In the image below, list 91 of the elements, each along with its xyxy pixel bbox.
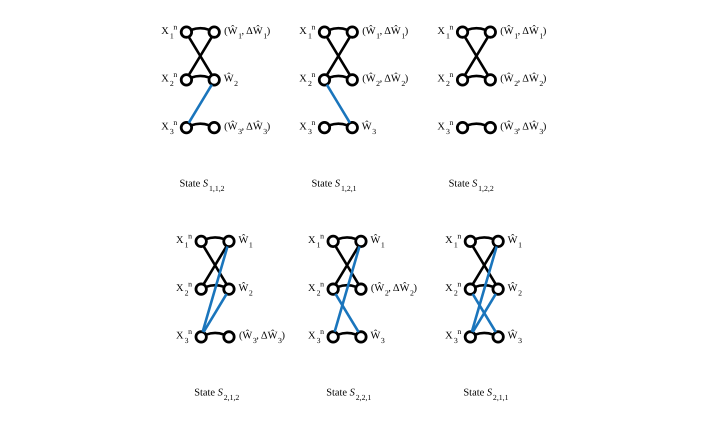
node-circle: [455, 73, 469, 86]
connector: [205, 332, 224, 336]
node-circle: [491, 282, 504, 296]
connector: [190, 74, 210, 79]
connector: [466, 74, 486, 79]
node-label: Ŵ$_{3}$: [507, 330, 522, 346]
connector: [328, 26, 348, 32]
connector: [334, 246, 360, 286]
node-circle: [354, 234, 368, 248]
connector: [463, 36, 489, 76]
connector: [205, 284, 224, 288]
node-circle: [463, 234, 476, 248]
connector: [471, 246, 496, 286]
connector: [474, 236, 493, 240]
label: State S$_{1,2,1}$: [310, 178, 356, 193]
node-circle: [326, 282, 340, 296]
node-circle: [207, 26, 220, 39]
node-label: (Ŵ$_{1}$, ΔŴ$_{1}$): [362, 26, 408, 40]
node-label: (Ŵ$_{2}$, ΔŴ$_{2}$): [500, 74, 546, 88]
connector: [337, 332, 356, 336]
node-circle: [345, 26, 358, 39]
node-label: Ŵ$_{2}$: [223, 74, 238, 88]
node-label: Ŵ$_{3}$: [361, 121, 376, 136]
node-circle: [491, 330, 504, 344]
label: State S$_{2,1,1}$: [462, 388, 508, 402]
node-circle: [179, 26, 193, 39]
connector: [474, 284, 493, 288]
connector: [474, 332, 493, 336]
node-circle: [222, 330, 236, 344]
node-circle: [179, 121, 193, 134]
connector: [187, 84, 212, 124]
node-label: (Ŵ$_{2}$, ΔŴ$_{2}$): [370, 282, 416, 298]
node-label: (Ŵ$_{3}$, ΔŴ$_{3}$): [238, 330, 284, 346]
node-circle: [326, 234, 340, 248]
node-circle: [207, 73, 220, 86]
node-circle: [317, 73, 331, 86]
connector: [205, 236, 224, 240]
node-circle: [317, 26, 331, 39]
node-label: (Ŵ$_{1}$, ΔŴ$_{1}$): [500, 26, 546, 40]
node-circle: [207, 121, 220, 134]
node-circle: [463, 282, 476, 296]
connector: [334, 293, 360, 333]
node-circle: [483, 121, 496, 134]
label: State S$_{2,1,2}$: [194, 388, 239, 402]
connector: [471, 293, 496, 333]
connector: [328, 122, 348, 127]
node-label: Ŵ$_{3}$: [370, 330, 384, 346]
node-circle: [354, 330, 368, 344]
node-label: Ŵ$_{1}$: [370, 235, 384, 250]
node-circle: [483, 73, 496, 86]
node-circle: [463, 330, 476, 344]
connector: [187, 36, 212, 76]
node-label: Ŵ$_{2}$: [238, 282, 252, 298]
node-circle: [345, 121, 358, 134]
node-circle: [222, 282, 236, 296]
connector: [190, 122, 210, 127]
node-circle: [194, 234, 208, 248]
node-label: (Ŵ$_{3}$, ΔŴ$_{3}$): [500, 121, 546, 136]
node-circle: [483, 26, 496, 39]
node-label: Ŵ$_{2}$: [507, 282, 522, 298]
connector: [337, 284, 356, 288]
label: State S$_{1,2,2}$: [448, 178, 494, 193]
connector: [202, 246, 228, 286]
node-circle: [222, 234, 236, 248]
node-circle: [354, 282, 368, 296]
connector: [325, 84, 351, 124]
node-circle: [194, 330, 208, 344]
label: State S$_{1,1,2}$: [178, 178, 224, 193]
node-label: (Ŵ$_{1}$, ΔŴ$_{1}$): [224, 26, 270, 40]
connector: [470, 246, 498, 332]
connector: [202, 293, 228, 333]
node-label: Ŵ$_{1}$: [238, 235, 252, 250]
node-circle: [194, 282, 208, 296]
node-circle: [345, 73, 358, 86]
node-circle: [491, 234, 504, 248]
node-label: (Ŵ$_{3}$, ΔŴ$_{3}$): [224, 121, 270, 136]
connector: [466, 122, 486, 127]
connector: [466, 26, 486, 32]
node-circle: [317, 121, 331, 134]
node-circle: [455, 121, 469, 134]
connector: [328, 74, 348, 79]
connector: [190, 26, 210, 32]
node-label: Ŵ$_{1}$: [507, 235, 522, 250]
connector: [337, 236, 356, 240]
connector: [200, 246, 228, 332]
node-circle: [326, 330, 340, 344]
connector: [332, 246, 360, 332]
label: State S$_{2,2,1}$: [326, 388, 371, 402]
node-circle: [179, 73, 193, 86]
node-label: (Ŵ$_{2}$, ΔŴ$_{2}$): [362, 74, 408, 88]
node-circle: [455, 26, 469, 39]
